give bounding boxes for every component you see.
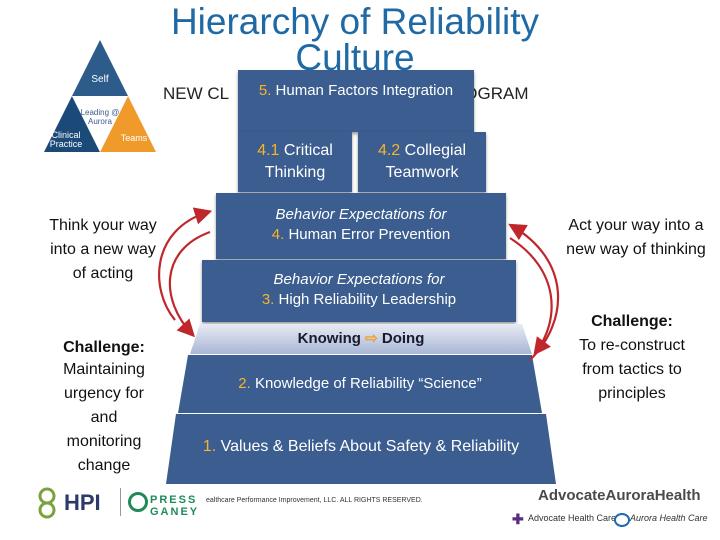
right-arrow-down-icon xyxy=(509,237,553,356)
tier-5-number: 5. xyxy=(258,82,272,99)
tier-1-shape xyxy=(166,414,556,484)
press-ganey-text: PRESS GANEY xyxy=(150,494,200,518)
tier-1-text: Values & Beliefs About Safety & Reliabil… xyxy=(220,438,520,455)
tier-4-2-number: 4.2 xyxy=(377,142,401,159)
knowing-label: Knowing xyxy=(297,330,361,347)
advocate-aurora-logo: AdvocateAuroraHealth ✚ Advocate Health C… xyxy=(512,484,716,534)
advocate-cross-icon: ✚ xyxy=(512,511,524,527)
tier-3-high-reliability-leadership: Behavior Expectations for 3. High Reliab… xyxy=(202,260,516,322)
tier-4-1-critical-thinking: 4.1 Critical Thinking xyxy=(238,132,352,192)
left-challenge-text: Maintaining urgency for and monitoring c… xyxy=(63,361,145,474)
left-challenge-label: Challenge: xyxy=(63,339,145,356)
logo-divider xyxy=(120,488,121,516)
page-title: Hierarchy of Reliability Culture xyxy=(170,1,540,78)
triangle-teams-label: Teams xyxy=(120,133,148,143)
tier-3-number: 3. xyxy=(261,291,275,308)
band-shape xyxy=(190,324,532,354)
tier-2-knowledge: 2. Knowledge of Reliability “Science” xyxy=(178,355,542,413)
tier-4-2-collegial-teamwork: 4.2 Collegial Teamwork xyxy=(358,132,486,192)
advocate-text: Advocate Health Care xyxy=(528,513,617,523)
tier-4-line1: Behavior Expectations for xyxy=(275,206,447,223)
advocate-aurora-text: AdvocateAuroraHealth xyxy=(538,487,701,504)
left-arrow-up-icon xyxy=(158,207,213,321)
tier-5-text: Human Factors Integration xyxy=(275,82,454,99)
hpi-text: HPI xyxy=(64,490,101,515)
tier-2-text: Knowledge of Reliability “Science” xyxy=(254,375,482,392)
right-challenge-text: To re-construct from tactics to principl… xyxy=(579,337,685,402)
tier-4-1-text: Critical Thinking xyxy=(264,142,333,181)
tier-3-text: High Reliability Leadership xyxy=(278,291,457,308)
tier-4-1-number: 4.1 xyxy=(257,142,280,159)
right-act-text: Act your way into a new way of thinking xyxy=(566,217,706,258)
triangle-clinical-label: Clinical Practice xyxy=(49,130,83,149)
tier-4-number: 4. xyxy=(271,226,285,243)
tier-2-shape xyxy=(178,355,542,413)
tier-1-number: 1. xyxy=(202,438,217,455)
hpi-emblem-icon xyxy=(38,487,56,519)
aurora-text: Aurora Health Care xyxy=(630,513,708,523)
tier-4-human-error-prevention: Behavior Expectations for 4. Human Error… xyxy=(216,193,506,259)
tier-2-number: 2. xyxy=(238,375,251,392)
copyright-text: ealthcare Performance Improvement, LLC. … xyxy=(206,497,423,504)
right-arrow-icon: ⇨ xyxy=(365,330,378,347)
tier-3-line1: Behavior Expectations for xyxy=(273,271,445,288)
right-challenge-label: Challenge: xyxy=(591,313,673,330)
subtitle-left: NEW CL xyxy=(163,84,230,103)
knowing-doing-band: Knowing ⇨ Doing xyxy=(190,324,532,354)
triangle-self-label: Self xyxy=(91,74,109,85)
triangle-center-label: Leading @ Aurora xyxy=(80,108,120,126)
tier-5-human-factors: 5. Human Factors Integration xyxy=(238,70,474,132)
tier-4-text: Human Error Prevention xyxy=(288,226,451,243)
hpi-logo: HPI PRESS GANEY xyxy=(30,484,230,524)
left-think-text: Think your way into a new way of acting xyxy=(49,217,157,282)
aurora-swoosh-icon xyxy=(614,513,630,527)
triangle-icon xyxy=(44,40,156,152)
press-ganey-circle-icon xyxy=(128,492,148,512)
doing-label: Doing xyxy=(381,330,425,347)
tier-1-values-beliefs: 1. Values & Beliefs About Safety & Relia… xyxy=(166,414,556,484)
left-arrow-down-icon xyxy=(168,230,211,338)
leadership-triangle-logo: Self Leading @ Aurora Clinical Practice … xyxy=(42,38,158,158)
tier-4-2-text: Collegial Teamwork xyxy=(385,142,467,181)
